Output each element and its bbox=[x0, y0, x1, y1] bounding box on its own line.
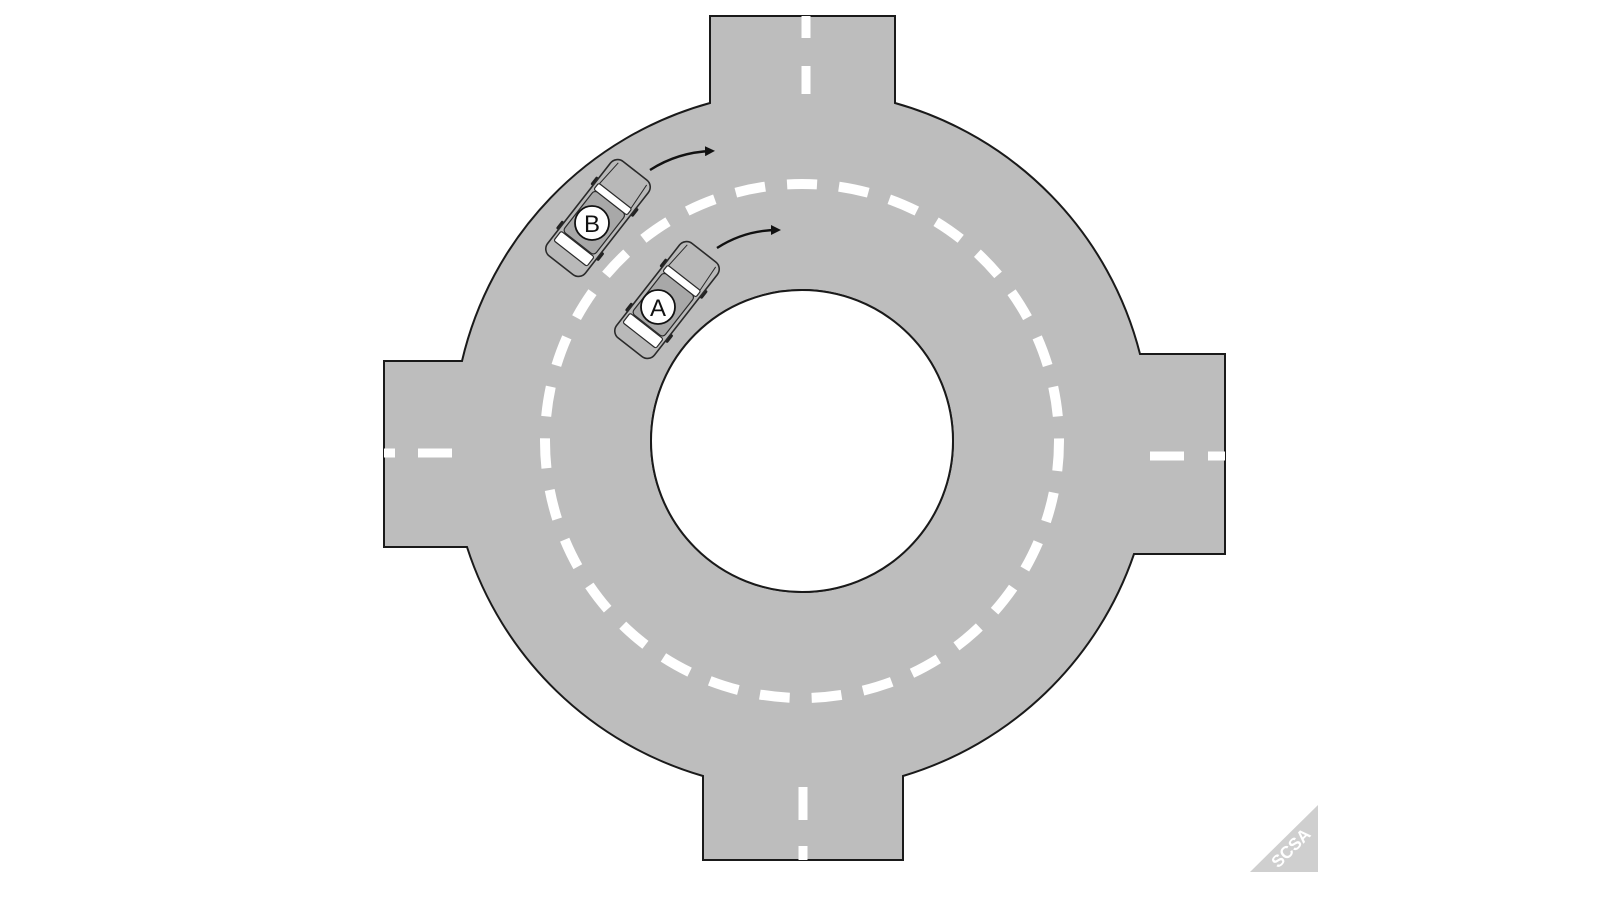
lane-divider-ring bbox=[540, 179, 1064, 703]
car-a: A bbox=[607, 235, 727, 365]
central-island bbox=[650, 289, 954, 593]
car-b-badge bbox=[574, 205, 610, 241]
car-a-direction-arrow bbox=[716, 225, 781, 250]
car-b: B bbox=[538, 153, 658, 283]
car-b-direction-arrow bbox=[649, 146, 715, 172]
car-a-label: A bbox=[650, 295, 666, 322]
car-b-label: B bbox=[584, 211, 600, 238]
scsa-watermark: SCSA bbox=[1250, 805, 1318, 872]
approach-centerlines bbox=[384, 16, 1225, 860]
car-a-badge bbox=[640, 289, 676, 325]
